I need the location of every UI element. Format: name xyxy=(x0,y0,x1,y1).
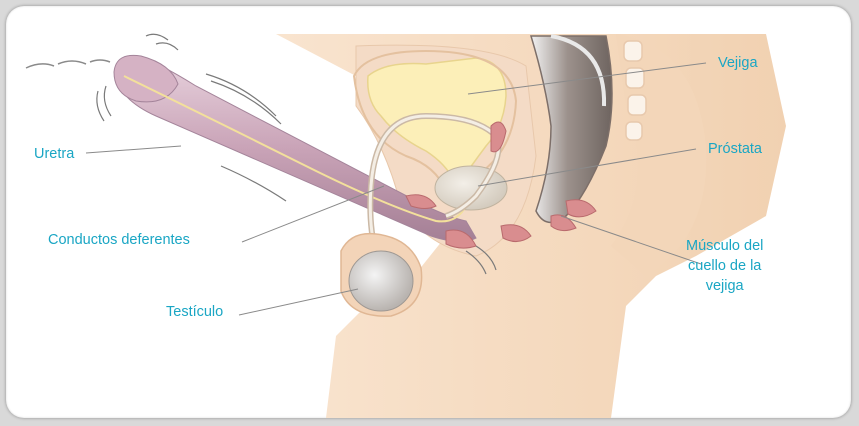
testicle xyxy=(349,251,413,311)
label-musculo-line3: vejiga xyxy=(686,276,763,296)
glans xyxy=(114,55,178,102)
label-musculo-line1: Músculo del xyxy=(686,236,763,256)
label-testiculo: Testículo xyxy=(166,302,223,322)
label-conductos-deferentes: Conductos deferentes xyxy=(48,230,190,250)
label-prostata: Próstata xyxy=(708,139,762,159)
diagram-frame: Vejiga Próstata Uretra Conductos deferen… xyxy=(6,6,851,418)
label-vejiga: Vejiga xyxy=(718,53,758,73)
motion-dashes xyxy=(26,60,110,68)
label-uretra: Uretra xyxy=(34,144,74,164)
label-musculo-cuello-vejiga: Músculo del cuello de la vejiga xyxy=(686,236,763,296)
body-silhouette xyxy=(276,34,786,418)
label-musculo-line2: cuello de la xyxy=(686,256,763,276)
